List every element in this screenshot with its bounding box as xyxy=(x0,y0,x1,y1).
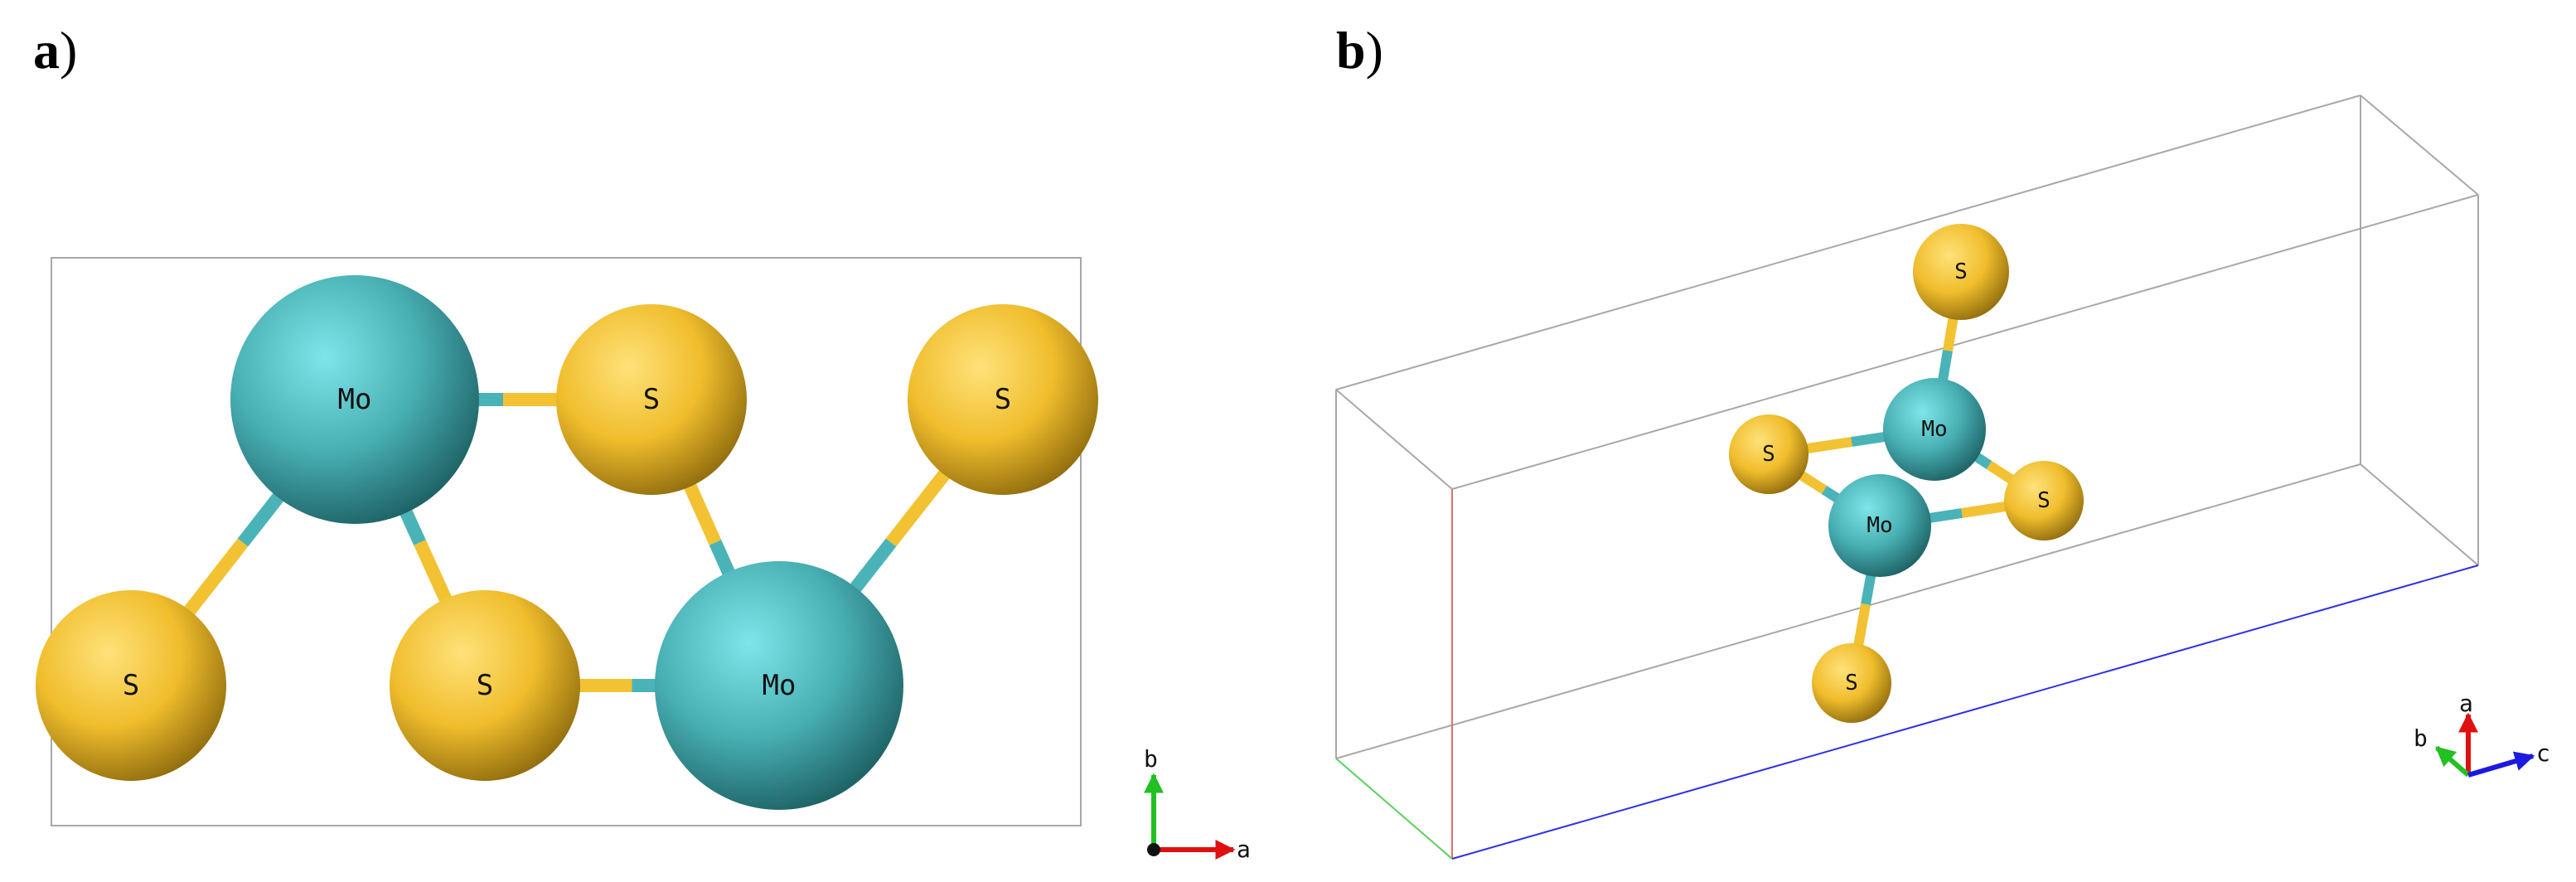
atom-label: S xyxy=(643,383,660,416)
atom-sphere xyxy=(556,304,747,495)
atom-s: S xyxy=(1812,643,1891,723)
bond-layer xyxy=(1765,271,2047,685)
cell-axis-c xyxy=(1451,565,2479,860)
atom-s: S xyxy=(36,590,226,781)
atom-mo: Mo xyxy=(1883,378,1986,481)
atom-sphere xyxy=(390,590,580,781)
cell-edge xyxy=(2360,94,2479,196)
axis-indicator-a: b a xyxy=(1144,745,1251,863)
atom-label: S xyxy=(995,383,1011,416)
unit-cell-outline xyxy=(51,257,1082,826)
cell-edge xyxy=(1451,194,2479,490)
cell-edge xyxy=(2360,463,2479,566)
atom-label: S xyxy=(1845,671,1858,695)
atom-s: S xyxy=(1913,224,2009,320)
panel-label-a: a) xyxy=(33,21,77,80)
atom-s: S xyxy=(908,304,1098,495)
atom-sphere xyxy=(908,304,1098,495)
atom-mo: Mo xyxy=(655,561,903,810)
atom-sphere xyxy=(2004,461,2084,540)
axis-origin xyxy=(1147,843,1160,856)
cell-edge xyxy=(1335,389,1453,490)
axis-label-a: a xyxy=(1237,836,1251,863)
panel-label-b: b) xyxy=(1336,21,1383,80)
atom-label: S xyxy=(1954,259,1968,284)
atom-s: S xyxy=(1729,414,1809,494)
atom-label: Mo xyxy=(763,669,797,702)
atom-sphere xyxy=(1828,474,1931,577)
unit-cell-box xyxy=(1335,94,2479,860)
axis-c-arrow xyxy=(2467,751,2535,778)
atom-label: S xyxy=(123,669,139,702)
axis-label-a: a xyxy=(2459,690,2473,717)
atom-sphere xyxy=(1812,643,1891,723)
atom-sphere xyxy=(1729,414,1809,494)
atom-sphere xyxy=(36,590,226,781)
atom-sphere xyxy=(1883,378,1986,481)
axis-indicator-b: a b c xyxy=(2414,690,2550,778)
atom-mo: Mo xyxy=(230,275,479,524)
cell-edge xyxy=(1335,463,2361,759)
cell-edge xyxy=(1335,94,2361,390)
atom-s: S xyxy=(390,590,580,781)
axis-label-c: c xyxy=(2536,739,2550,767)
atom-sphere xyxy=(1913,224,2009,320)
axis-b-arrow xyxy=(2435,745,2470,778)
axis-label-b: b xyxy=(2414,724,2428,752)
atom-sphere xyxy=(655,561,903,810)
atom-mo: Mo xyxy=(1828,474,1931,577)
atom-sphere xyxy=(230,275,479,524)
atom-label: Mo xyxy=(1921,417,1947,442)
atom-label: Mo xyxy=(338,383,372,416)
atom-label: S xyxy=(1762,442,1775,467)
atom-label: Mo xyxy=(1867,513,1892,538)
cell-axis-b xyxy=(1335,758,1453,860)
axis-label-b: b xyxy=(1144,745,1158,773)
atom-label: S xyxy=(477,669,493,702)
atom-label: S xyxy=(2037,488,2051,513)
atom-s: S xyxy=(2004,461,2084,540)
atom-s: S xyxy=(556,304,747,495)
